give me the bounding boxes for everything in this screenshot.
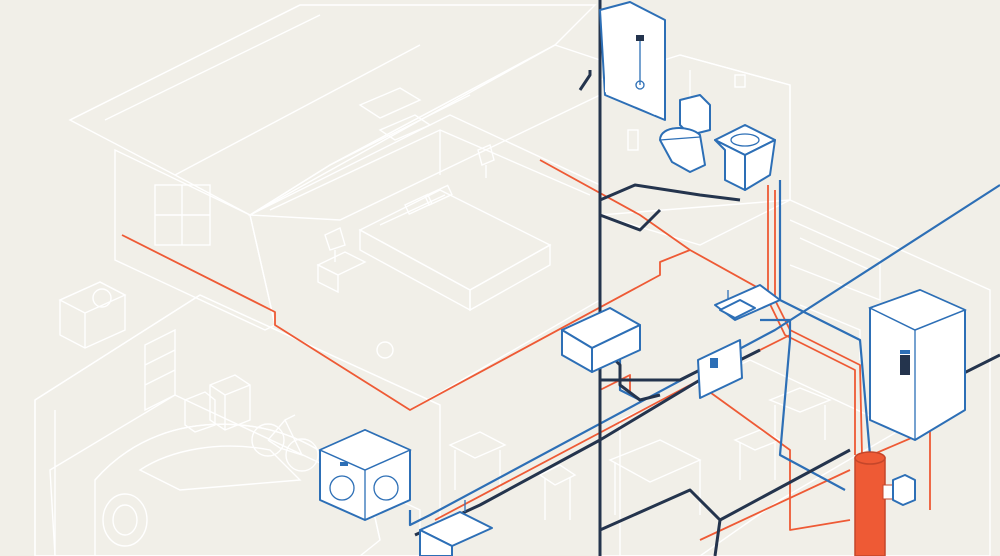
house-structure [34,4,991,556]
dishwasher [697,339,743,399]
water-softener [892,474,916,506]
upper-window [154,184,211,246]
bedroom-room [249,114,601,411]
kitchen-sink [714,284,781,321]
kitchen-cabinets [789,219,881,360]
lower-sink [419,500,493,556]
roof-ridge [247,44,601,221]
bed-icon [358,184,552,312]
utility-sink [561,307,641,373]
shower [599,1,666,121]
dining-furniture [538,387,832,520]
lamp-icon [324,144,495,262]
upper-floor-wall [114,148,276,331]
ac-unit-icon [58,281,127,349]
water-heater [854,451,894,556]
main-roof [68,4,597,216]
refrigerator [868,289,967,441]
drain-pipes [414,0,1000,556]
bicycle-icon [251,414,319,472]
toilet [659,94,711,173]
washing-machine [318,429,412,521]
bathroom-sink [714,124,776,191]
garage-shelving [144,328,176,412]
dining-floor [619,359,902,556]
laundry-furniture [448,431,507,490]
